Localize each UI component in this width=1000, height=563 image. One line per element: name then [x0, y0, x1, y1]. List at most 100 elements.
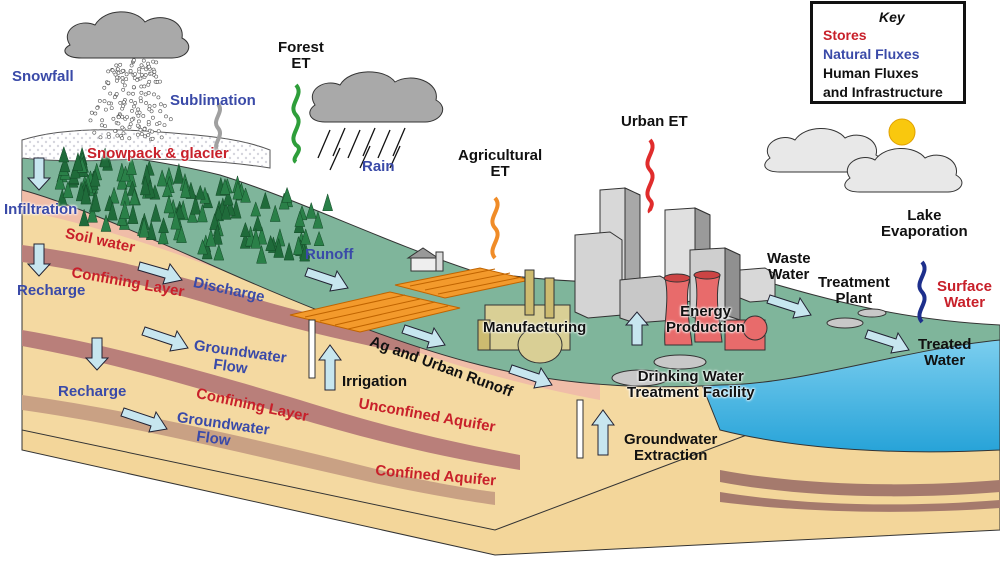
- tree: [281, 186, 293, 203]
- snowflake: [122, 83, 127, 88]
- forest-trees: [54, 145, 333, 264]
- key-human-fluxes: Human Fluxes: [823, 65, 919, 81]
- snowflake: [152, 103, 157, 108]
- label-treated-water-line1: Treated: [918, 336, 972, 353]
- label-drinking-water: Drinking Water Treatment Facility: [627, 368, 755, 402]
- snowflake: [128, 69, 133, 73]
- tree: [176, 225, 187, 243]
- tree: [180, 178, 191, 198]
- tree: [313, 230, 325, 246]
- snowflake: [133, 72, 137, 77]
- tree: [163, 194, 175, 214]
- label-agricultural-et: Agricultural ET: [458, 147, 543, 181]
- snowflake: [113, 72, 118, 77]
- tree: [259, 191, 271, 209]
- label-forest-et: Forest ET: [278, 39, 324, 73]
- key-stores: Stores: [823, 27, 867, 43]
- snowflake: [138, 76, 143, 81]
- snowflake: [139, 63, 144, 68]
- tree: [322, 193, 333, 211]
- tree: [119, 199, 131, 219]
- snowflake: [157, 121, 162, 125]
- label-treatment-plant: Treatment Plant: [818, 274, 890, 308]
- urban-et-wave: [645, 138, 655, 214]
- snowflake: [99, 123, 104, 128]
- snowflake: [106, 101, 111, 106]
- snowflake: [112, 95, 117, 100]
- drinking-water-tanks: [611, 354, 707, 387]
- snowflake: [116, 121, 121, 126]
- snowflake: [142, 134, 147, 139]
- tree: [59, 155, 71, 173]
- snowflake: [110, 68, 115, 73]
- tree: [157, 224, 169, 245]
- snowfall-particles: [88, 58, 173, 142]
- snowflake: [136, 119, 141, 124]
- snowflake: [114, 63, 119, 68]
- snowflake: [102, 85, 107, 90]
- snowflake: [147, 64, 151, 69]
- label-sublimation: Sublimation: [170, 92, 256, 109]
- confining-layer-2: [22, 330, 520, 470]
- label-drinking-water-line1: Drinking Water: [637, 368, 744, 385]
- snowflake: [127, 136, 132, 141]
- tree: [187, 206, 198, 223]
- label-agricultural-et-line2: ET: [490, 163, 510, 181]
- label-surface-water: Surface Water: [937, 278, 992, 311]
- snowflake: [93, 111, 98, 116]
- snowflake: [89, 110, 94, 115]
- snowflake: [154, 60, 159, 65]
- snowflake: [131, 58, 136, 63]
- label-agricultural-et-line1: Agricultural: [458, 147, 543, 164]
- snowflake: [138, 96, 143, 101]
- snowflake: [159, 135, 164, 140]
- label-treated-water: Treated Water: [918, 336, 972, 369]
- label-snowpack: Snowpack & glacier: [87, 145, 229, 162]
- snowflake: [131, 91, 135, 96]
- tree: [90, 191, 101, 212]
- snowflake: [127, 125, 132, 130]
- tree: [256, 244, 267, 264]
- snowflake: [142, 127, 147, 132]
- snowflake: [121, 104, 126, 109]
- snowflake: [150, 115, 155, 120]
- snowflake: [144, 101, 149, 105]
- snowflake: [100, 118, 105, 123]
- snowflake: [137, 110, 142, 115]
- snowflake: [98, 135, 103, 140]
- label-urban-et: Urban ET: [621, 113, 688, 130]
- label-energy-production: Energy Production: [666, 303, 745, 336]
- snowflake: [162, 123, 167, 128]
- tree: [127, 203, 139, 224]
- power-plant: [663, 270, 768, 351]
- snowflake: [120, 76, 125, 80]
- tree: [156, 169, 168, 187]
- label-drinking-water-line2: Treatment Facility: [627, 384, 755, 402]
- lake-clouds: [764, 128, 963, 193]
- label-treatment-plant-line2: Plant: [835, 290, 873, 308]
- key-natural-fluxes: Natural Fluxes: [823, 46, 920, 62]
- label-recharge-1: Recharge: [17, 282, 86, 299]
- snowflake: [139, 99, 143, 104]
- label-manufacturing: Manufacturing: [483, 319, 587, 336]
- snowflake: [132, 104, 136, 109]
- snowflake: [120, 125, 125, 130]
- snowflake: [154, 74, 159, 79]
- label-lake-evaporation: Lake Evaporation: [881, 207, 968, 240]
- tree: [139, 174, 151, 196]
- snowflake: [121, 87, 126, 92]
- snowflake: [97, 99, 102, 103]
- snowflake: [115, 133, 120, 138]
- legend-key: Key Stores Natural Fluxes Human Fluxes a…: [810, 1, 966, 104]
- snowflake: [139, 72, 144, 77]
- label-forest-et-line2: ET: [291, 55, 311, 73]
- tree: [89, 168, 101, 187]
- tree: [273, 237, 285, 258]
- snowflake: [158, 79, 162, 84]
- tree: [252, 214, 264, 232]
- snowflake: [129, 63, 134, 68]
- tree: [58, 145, 70, 163]
- label-rain: Rain: [362, 158, 395, 175]
